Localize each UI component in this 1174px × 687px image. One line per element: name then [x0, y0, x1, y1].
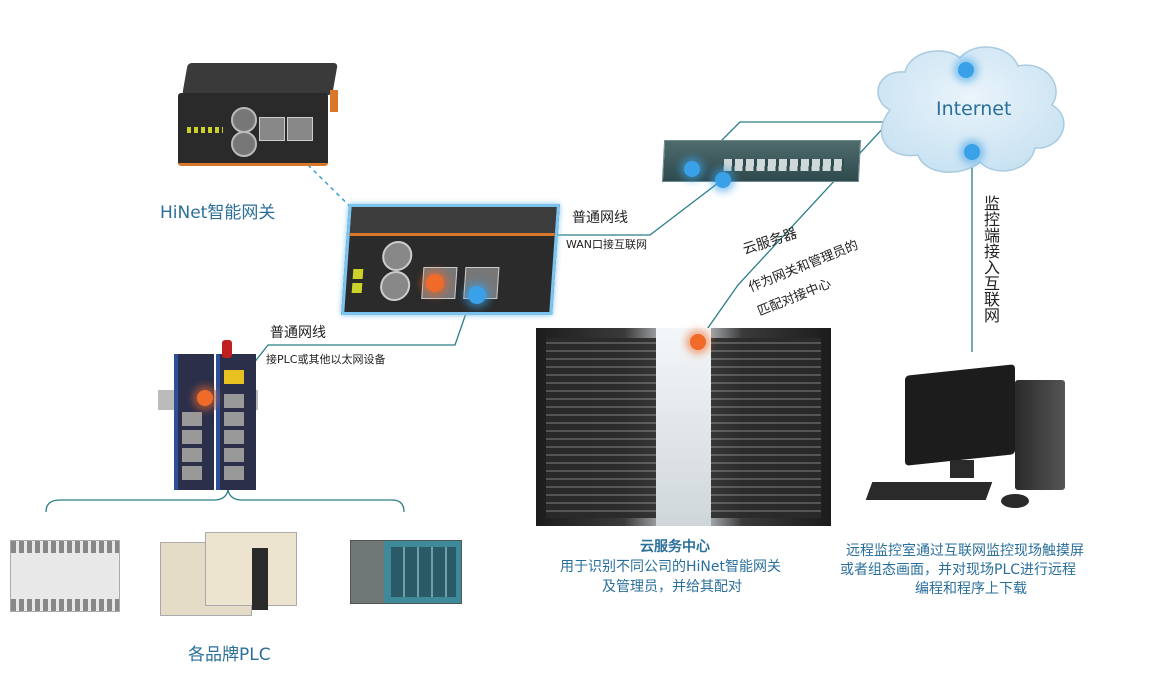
remote-monitor-line-1: 远程监控室通过互联网监控现场触摸屏 — [846, 543, 1084, 559]
plc-device-2 — [160, 528, 297, 616]
cloud-center-title: 云服务中心 — [640, 539, 710, 555]
wan-cable-title: 普通网线 — [572, 210, 628, 226]
remote-monitor-line-3: 编程和程序上下载 — [915, 581, 1027, 597]
lan-cable-note: 接PLC或其他以太网设备 — [266, 353, 386, 366]
cloud-server-dot — [690, 334, 706, 350]
wan-port-dot — [426, 274, 444, 292]
data-center-image — [536, 328, 831, 526]
switch-port-dot-1 — [684, 161, 700, 177]
remote-pc-device — [865, 364, 1075, 520]
monitor-link-label: 监控端接入互联网 — [981, 195, 1000, 323]
cloud-center-desc-2: 及管理员，并给其配对 — [602, 579, 742, 595]
industrial-switch-dot — [197, 390, 213, 406]
internet-label: Internet — [936, 98, 1012, 120]
industrial-switch-device — [158, 340, 258, 500]
plc-device-3 — [350, 540, 462, 604]
wan-cable-note: WAN口接互联网 — [566, 238, 648, 251]
hinet-gateway-device — [175, 55, 355, 166]
internet-dot-2 — [964, 144, 980, 160]
gateway-zoom-view — [341, 204, 560, 315]
internet-dot-1 — [958, 62, 974, 78]
wan-cable-line — [540, 179, 723, 236]
switch-port-dot-2 — [715, 172, 731, 188]
lan-port-dot — [468, 286, 486, 304]
cloud-center-desc-1: 用于识别不同公司的HiNet智能网关 — [560, 559, 781, 575]
plc-device-1 — [10, 540, 120, 612]
lan-cable-title: 普通网线 — [270, 325, 326, 341]
plc-brace — [45, 489, 405, 513]
gateway-label: HiNet智能网关 — [160, 203, 276, 223]
remote-monitor-line-2: 或者组态画面，并对现场PLC进行远程 — [840, 562, 1077, 578]
plc-label: 各品牌PLC — [188, 645, 271, 665]
